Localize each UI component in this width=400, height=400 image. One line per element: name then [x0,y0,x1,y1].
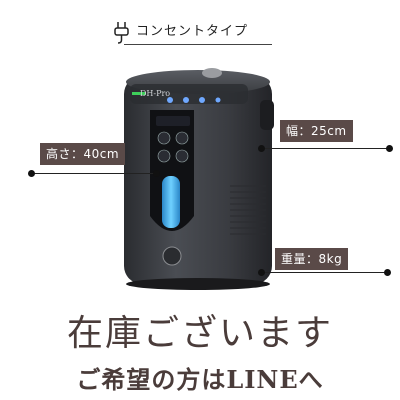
weight-leader-dot-end [384,269,391,276]
plug-icon [114,22,129,44]
height-leader-line [32,173,156,174]
power-type-label: コンセントタイプ [136,24,249,39]
in-stock-headline: 在庫ございます [66,313,333,354]
height-leader-dot-end [153,170,160,177]
weight-spec-tag: 重量：8kg [275,248,349,270]
height-spec-tag: 高さ：40cm [40,143,126,165]
header-underline [124,44,272,45]
hydrogen-generator-device: DH-Pro [124,68,274,290]
width-leader-dot-end [386,145,393,152]
width-leader-line [262,148,390,149]
width-spec-tag: 幅：25cm [280,120,353,142]
weight-leader-line [262,272,388,273]
device-brand: DH-Pro [140,89,170,98]
width-leader-dot [258,145,265,152]
line-contact-cta: ご希望の方はLINEへ [76,365,324,394]
weight-leader-dot [258,269,265,276]
height-leader-dot [28,170,35,177]
